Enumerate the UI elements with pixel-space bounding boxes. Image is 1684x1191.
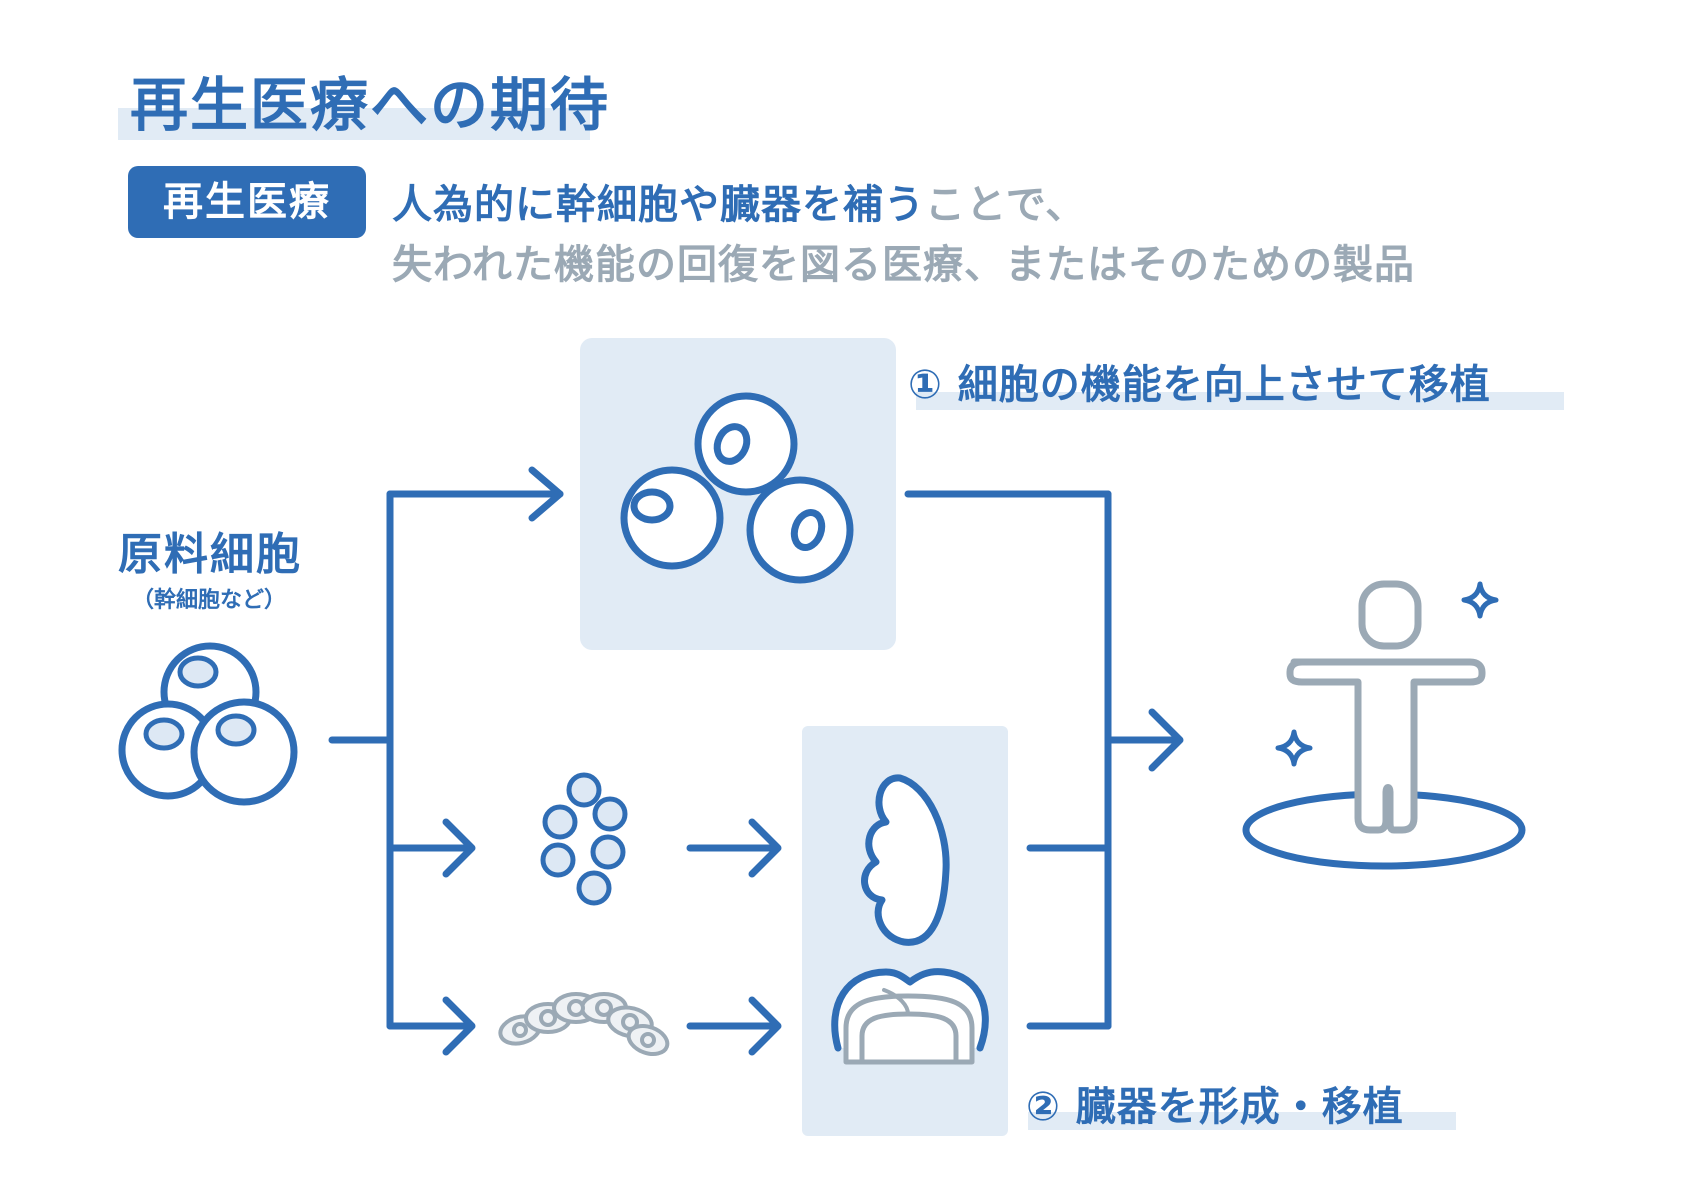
branch-connectors [328, 466, 782, 1056]
route-1-underline [916, 392, 1564, 410]
definition-line-2: 失われた機能の回復を図る医療、またはそのための製品 [392, 242, 1415, 288]
improved-cells-icon [620, 392, 854, 584]
tooth-icon [831, 968, 989, 1065]
definition-badge: 再生医療 [128, 166, 366, 238]
route-2-label: ② 臓器を形成・移植 [1026, 1084, 1404, 1130]
page-title: 再生医療への期待 [130, 71, 611, 139]
human-figure-icon [1242, 580, 1526, 870]
definition-rest: ことで、 [925, 182, 1087, 228]
source-cells-subtitle: （幹細胞など） [132, 588, 287, 613]
stem-cells-icon [118, 642, 298, 806]
sparkle-icon [1275, 581, 1499, 767]
cell-cluster-icon [540, 772, 628, 906]
kidney-icon [861, 774, 950, 946]
source-cells-title: 原料細胞 [118, 529, 302, 580]
title-underline [118, 108, 590, 140]
definition-line-1: 人為的に幹細胞や臓器を補うことで、 [392, 172, 1086, 230]
merge-connectors [904, 490, 1184, 1030]
route-1-label: ① 細胞の機能を向上させて移植 [908, 362, 1491, 408]
cell-sheet-icon [498, 992, 670, 1057]
definition-highlight: 人為的に幹細胞や臓器を補う [392, 182, 925, 228]
route-2-underline [1028, 1112, 1456, 1130]
